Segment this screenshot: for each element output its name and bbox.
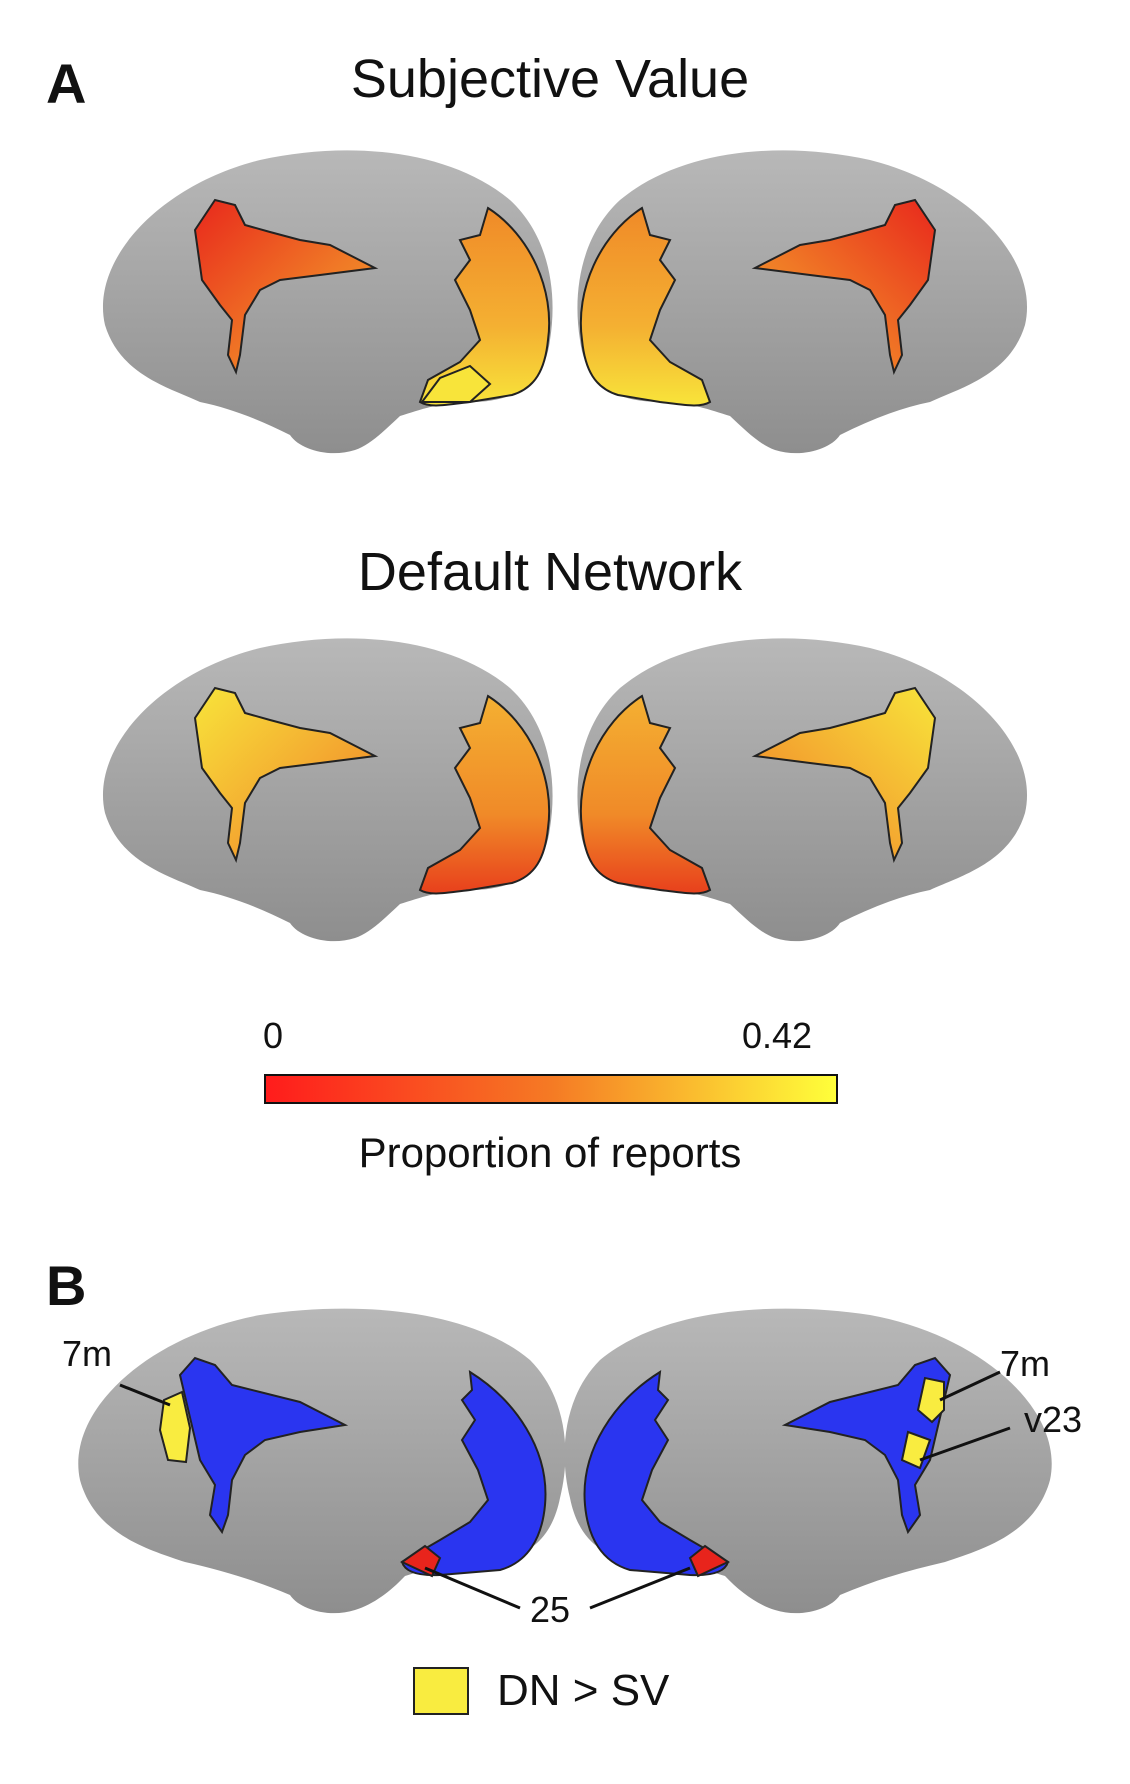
orange-regions-posterior-left-dn — [193, 686, 379, 864]
colorbar — [264, 1074, 838, 1104]
legend-swatch-dn-gt-sv — [413, 1667, 469, 1715]
red-region-25-right — [688, 1544, 730, 1578]
blue-regions-posterior-left — [178, 1356, 349, 1535]
colorbar-title: Proportion of reports — [358, 1129, 742, 1176]
orange-regions-frontal-left-dn — [418, 694, 551, 895]
blue-regions-frontal-left — [400, 1370, 547, 1577]
scale-min-label: 0 — [263, 1015, 284, 1056]
orange-regions-posterior-left — [193, 198, 379, 376]
orange-regions-frontal-right-dn — [579, 694, 712, 895]
subjective-value-brains — [102, 150, 1028, 454]
label-v23: v23 — [1024, 1399, 1083, 1440]
yellow-region-7m-right — [916, 1376, 945, 1424]
panel-a-letter: A — [46, 52, 87, 115]
orange-regions-posterior-right — [751, 198, 937, 376]
right-hemisphere — [577, 150, 1028, 454]
right-hemisphere-dn — [577, 638, 1028, 942]
leader-7m-left — [119, 1383, 171, 1407]
label-25: 25 — [530, 1589, 571, 1630]
comparison-brains — [78, 1308, 1052, 1614]
left-hemisphere-dn — [102, 638, 553, 942]
blue-regions-frontal-right — [583, 1370, 730, 1577]
default-network-title: Default Network — [357, 542, 743, 602]
leader-25-right — [589, 1566, 691, 1610]
leader-25-left — [424, 1566, 521, 1610]
yellow-region-frontal-left — [420, 364, 492, 403]
left-hemisphere-b — [78, 1308, 566, 1614]
blue-regions-posterior-right — [781, 1356, 952, 1535]
red-region-25-left — [400, 1544, 442, 1578]
leader-7m-right — [939, 1370, 1001, 1402]
leader-v23-right — [919, 1426, 1011, 1462]
subjective-value-title: Subjective Value — [350, 49, 750, 109]
left-hemisphere — [102, 150, 553, 454]
panel-b-letter: B — [46, 1254, 87, 1317]
scale-max-label: 0.42 — [742, 1015, 813, 1056]
legend-label-dn-gt-sv: DN > SV — [497, 1666, 670, 1715]
label-7m-left: 7m — [62, 1333, 113, 1374]
label-7m-right: 7m — [1000, 1343, 1051, 1384]
default-network-brains — [102, 638, 1028, 942]
yellow-region-7m-left — [158, 1390, 192, 1464]
orange-regions-frontal-right — [579, 206, 712, 407]
orange-regions-frontal-left — [418, 206, 551, 407]
right-hemisphere-b — [564, 1308, 1052, 1614]
orange-regions-posterior-right-dn — [751, 686, 937, 864]
